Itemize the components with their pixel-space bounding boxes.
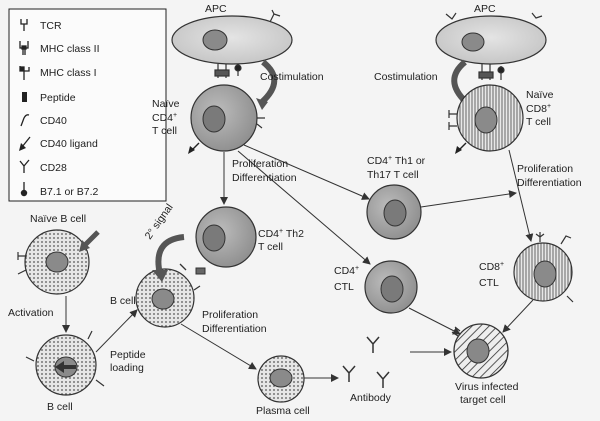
flow-arrows [62,144,534,382]
virus-l1: Virus infected [455,381,519,393]
prolif-bottom-l1: Proliferation [202,309,258,321]
costimulation-arrow-right [451,59,469,105]
b-cell-mid-label: B cell [110,295,136,307]
cd40-icon [20,114,30,127]
costim-right-label: Costimulation [374,71,438,83]
virus-l2: target cell [460,394,506,406]
peptide-loading-l1: Peptide [110,349,146,361]
cd8-ctl-l2: CTL [479,277,499,289]
antibody-label: Antibody [350,392,392,404]
prolif-center-l2: Differentiation [232,172,297,184]
naive-b-label: Naïve B cell [30,213,86,225]
th2-cell [179,206,257,275]
costimulation-arrow-left [259,59,278,105]
mhc-class-i-icon [19,66,30,80]
synapse-right [478,64,505,80]
th1-cell [366,184,422,240]
prolif-right-l1: Proliferation [517,163,573,175]
cd4-ctl-l2: CTL [334,281,354,293]
antibody-icons [342,336,390,388]
apc-left: APC [171,3,293,65]
naive-cd8-l1: Naïve [526,89,554,101]
legend-b7: B7.1 or B7.2 [40,186,99,198]
plasma-cell [257,355,305,403]
virus-infected-cell [451,323,509,379]
naive-b-cell [17,229,100,295]
b7-icon [20,182,28,197]
prolif-center-l1: Proliferation [232,158,288,170]
naive-cd8-l2: CD8+ [526,103,551,115]
legend-cd40l: CD40 ligand [40,138,98,150]
legend-peptide: Peptide [40,92,76,104]
naive-cd8-l3: T cell [526,116,551,128]
cd28-icon [19,159,30,173]
second-signal-arrow [155,234,185,275]
legend-tcr: TCR [40,20,62,32]
second-signal-label: 2° signal [143,202,176,242]
plasma-label: Plasma cell [256,405,310,417]
b-cell-low [25,330,105,396]
naive-cd8-cell [448,84,524,154]
b-cell-low-label: B cell [47,401,73,413]
naive-cd4-cell [188,84,265,154]
legend-mhc1: MHC class I [40,67,97,79]
th2-l2: T cell [258,241,283,253]
peptide-loading-l2: loading [110,362,144,374]
apc-right-label: APC [474,3,496,15]
naive-cd4-l1: Naïve [152,98,180,110]
cd4-ctl-l1: CD4+ [334,265,359,277]
cd8-ctl-cell [513,232,574,303]
synapse-left [214,64,242,78]
prolif-bottom-l2: Differentiation [202,323,267,335]
legend-cd40: CD40 [40,115,67,127]
th1-l1: CD4+ Th1 or [367,155,426,167]
cd4-ctl-cell [364,260,418,314]
naive-cd4-l2: CD4+ [152,112,177,124]
cd40-ligand-icon [19,136,31,151]
naive-cd4-l3: T cell [152,125,177,137]
prolif-right-l2: Differentiation [517,177,582,189]
peptide-icon [22,92,27,102]
legend-cd28: CD28 [40,162,67,174]
legend: TCR MHC class II MHC class I Peptide CD4… [8,8,167,202]
b-cell-mid [135,268,201,328]
costim-left-label: Costimulation [260,71,324,83]
activation-label: Activation [8,307,54,319]
cd8-ctl-l1: CD8+ [479,261,504,273]
legend-mhc2: MHC class II [40,43,100,55]
th1-l2: Th17 T cell [367,169,419,181]
apc-right: APC [435,3,547,65]
th2-l1: CD4+ Th2 [258,228,304,240]
apc-left-label: APC [205,3,227,15]
mhc-class-ii-icon [19,41,29,55]
tcr-icon [20,19,28,31]
